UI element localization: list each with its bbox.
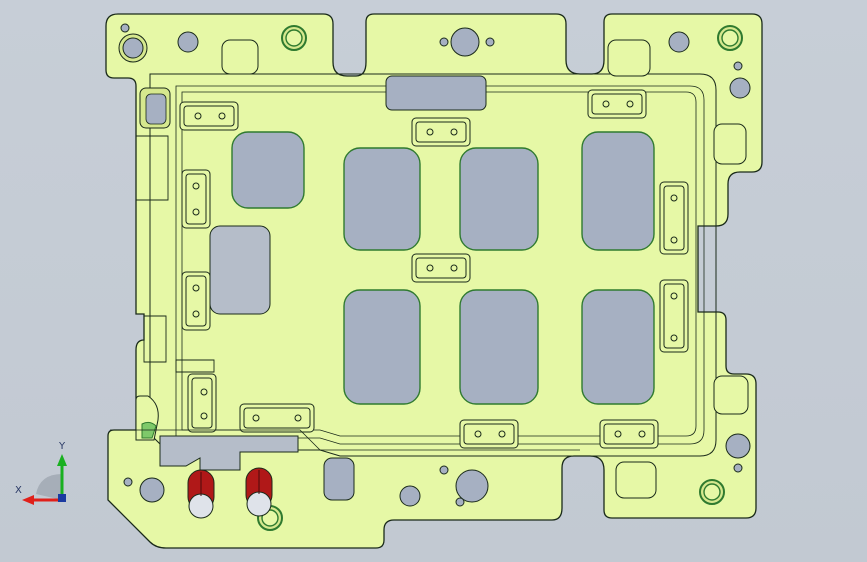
slot-bottom[interactable] (323, 457, 355, 501)
clamp-plate (179, 101, 239, 131)
clamp-plate (411, 117, 471, 147)
pin-pocket[interactable] (159, 435, 299, 471)
side-cutout[interactable] (209, 225, 271, 315)
pocket-b (343, 147, 421, 251)
z-axis-marker (58, 494, 66, 502)
pocket-e (343, 289, 421, 405)
boss-right-lower[interactable] (713, 375, 749, 415)
clamp-plate (587, 89, 647, 119)
boss-top-left[interactable] (221, 39, 259, 75)
locating-pins[interactable] (187, 467, 273, 519)
bottom-edge-line (110, 429, 580, 451)
clamp-plate (659, 279, 689, 353)
pocket-d (581, 131, 655, 251)
clamp-plates[interactable] (179, 89, 689, 449)
left-top-pocket-inner (145, 93, 167, 125)
top-slot[interactable] (385, 75, 487, 111)
clamp-plate (239, 403, 315, 433)
axis-triad (22, 454, 67, 505)
x-axis-label: X (15, 485, 22, 496)
clamp-plate (659, 181, 689, 255)
left-notch (143, 315, 167, 363)
y-axis-label: Y (59, 441, 66, 452)
pocket-a (231, 131, 305, 209)
clamp-plate (459, 419, 519, 449)
boss-top-right[interactable] (607, 39, 651, 77)
left-step (136, 135, 169, 201)
clamp-plate (599, 419, 659, 449)
boss-right[interactable] (713, 123, 747, 165)
pocket-g (581, 289, 655, 405)
left-notch-2 (175, 359, 215, 373)
clamp-plate (181, 271, 211, 331)
clamp-plate (411, 253, 471, 283)
large-pockets[interactable] (231, 131, 655, 405)
pocket-f (459, 289, 539, 405)
boss-bottom-right[interactable] (615, 461, 657, 499)
clamp-plate (181, 169, 211, 229)
inner-frame-2 (175, 85, 705, 445)
pocket-c (459, 147, 539, 251)
inner-frame-3 (181, 91, 697, 437)
clamp-plate (187, 373, 217, 433)
